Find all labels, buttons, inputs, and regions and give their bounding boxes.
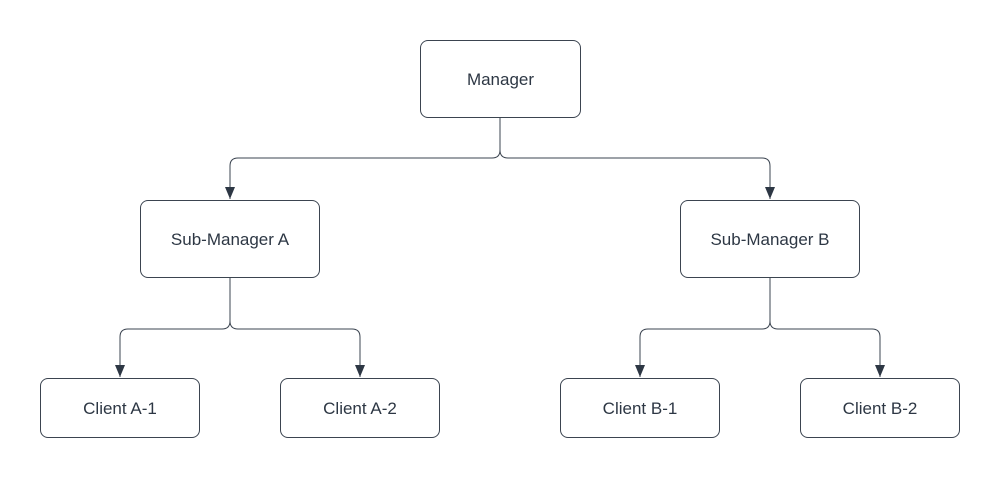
node-manager[interactable]: Manager	[420, 40, 581, 118]
node-client-b1[interactable]: Client B-1	[560, 378, 720, 438]
node-client-b2[interactable]: Client B-2	[800, 378, 960, 438]
node-client-b2-label: Client B-2	[842, 398, 918, 418]
edge-manager-to-sub-manager-b	[499, 118, 775, 199]
node-manager-label: Manager	[466, 69, 535, 89]
edge-sub-manager-b-to-client-b2	[769, 278, 885, 377]
node-client-a2-label: Client A-2	[323, 398, 397, 418]
edge-manager-to-sub-manager-a	[225, 118, 501, 199]
node-sub-manager-a[interactable]: Sub-Manager A	[140, 200, 320, 278]
node-sub-manager-b[interactable]: Sub-Manager B	[680, 200, 860, 278]
edge-sub-manager-a-to-client-a1	[115, 278, 231, 377]
edge-sub-manager-b-to-client-b1	[635, 278, 771, 377]
node-client-a2[interactable]: Client A-2	[280, 378, 440, 438]
node-sub-manager-b-label: Sub-Manager B	[710, 229, 830, 249]
edge-sub-manager-a-to-client-a2	[229, 278, 365, 377]
node-client-a1[interactable]: Client A-1	[40, 378, 200, 438]
node-sub-manager-a-label: Sub-Manager A	[170, 229, 290, 249]
node-client-a1-label: Client A-1	[83, 398, 157, 418]
node-client-b1-label: Client B-1	[602, 398, 678, 418]
